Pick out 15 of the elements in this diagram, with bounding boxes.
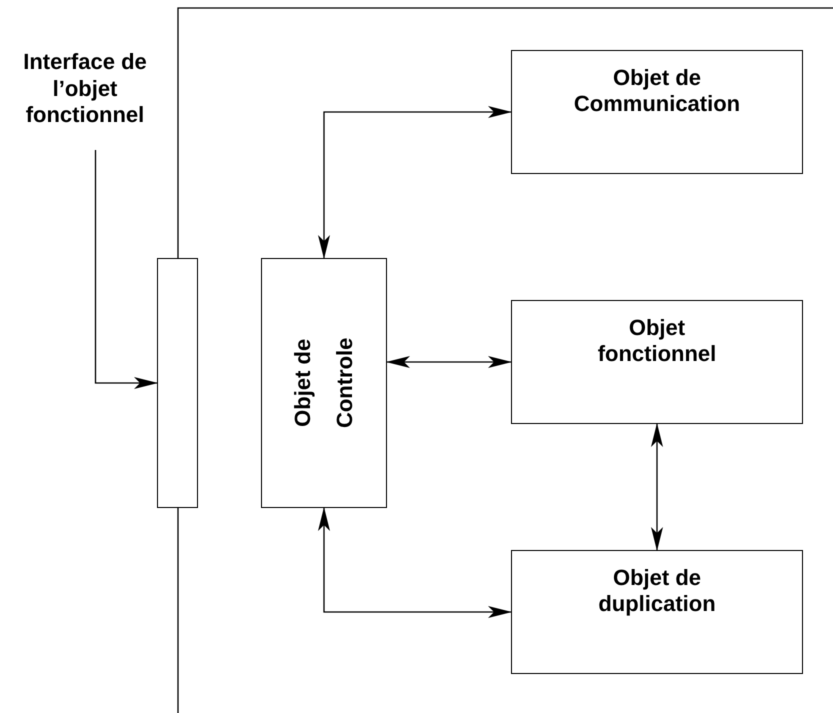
interface-label: Interface de l’objet fonctionnel	[22, 49, 148, 129]
process-box	[511, 50, 803, 174]
process-box	[261, 258, 387, 508]
process-box	[511, 300, 803, 424]
box-label: Objet de duplication	[597, 565, 717, 618]
box-label: Objet de Communication	[572, 65, 742, 118]
arrow	[386, 356, 512, 368]
process-box	[511, 550, 803, 674]
box-label: Objet fonctionnel	[596, 315, 718, 368]
box-label: Objet de Controle	[289, 336, 358, 430]
arrow	[94, 150, 158, 389]
interface-bar	[157, 258, 198, 508]
arrow	[318, 106, 512, 259]
arrow	[318, 507, 512, 618]
arrow	[651, 423, 663, 551]
